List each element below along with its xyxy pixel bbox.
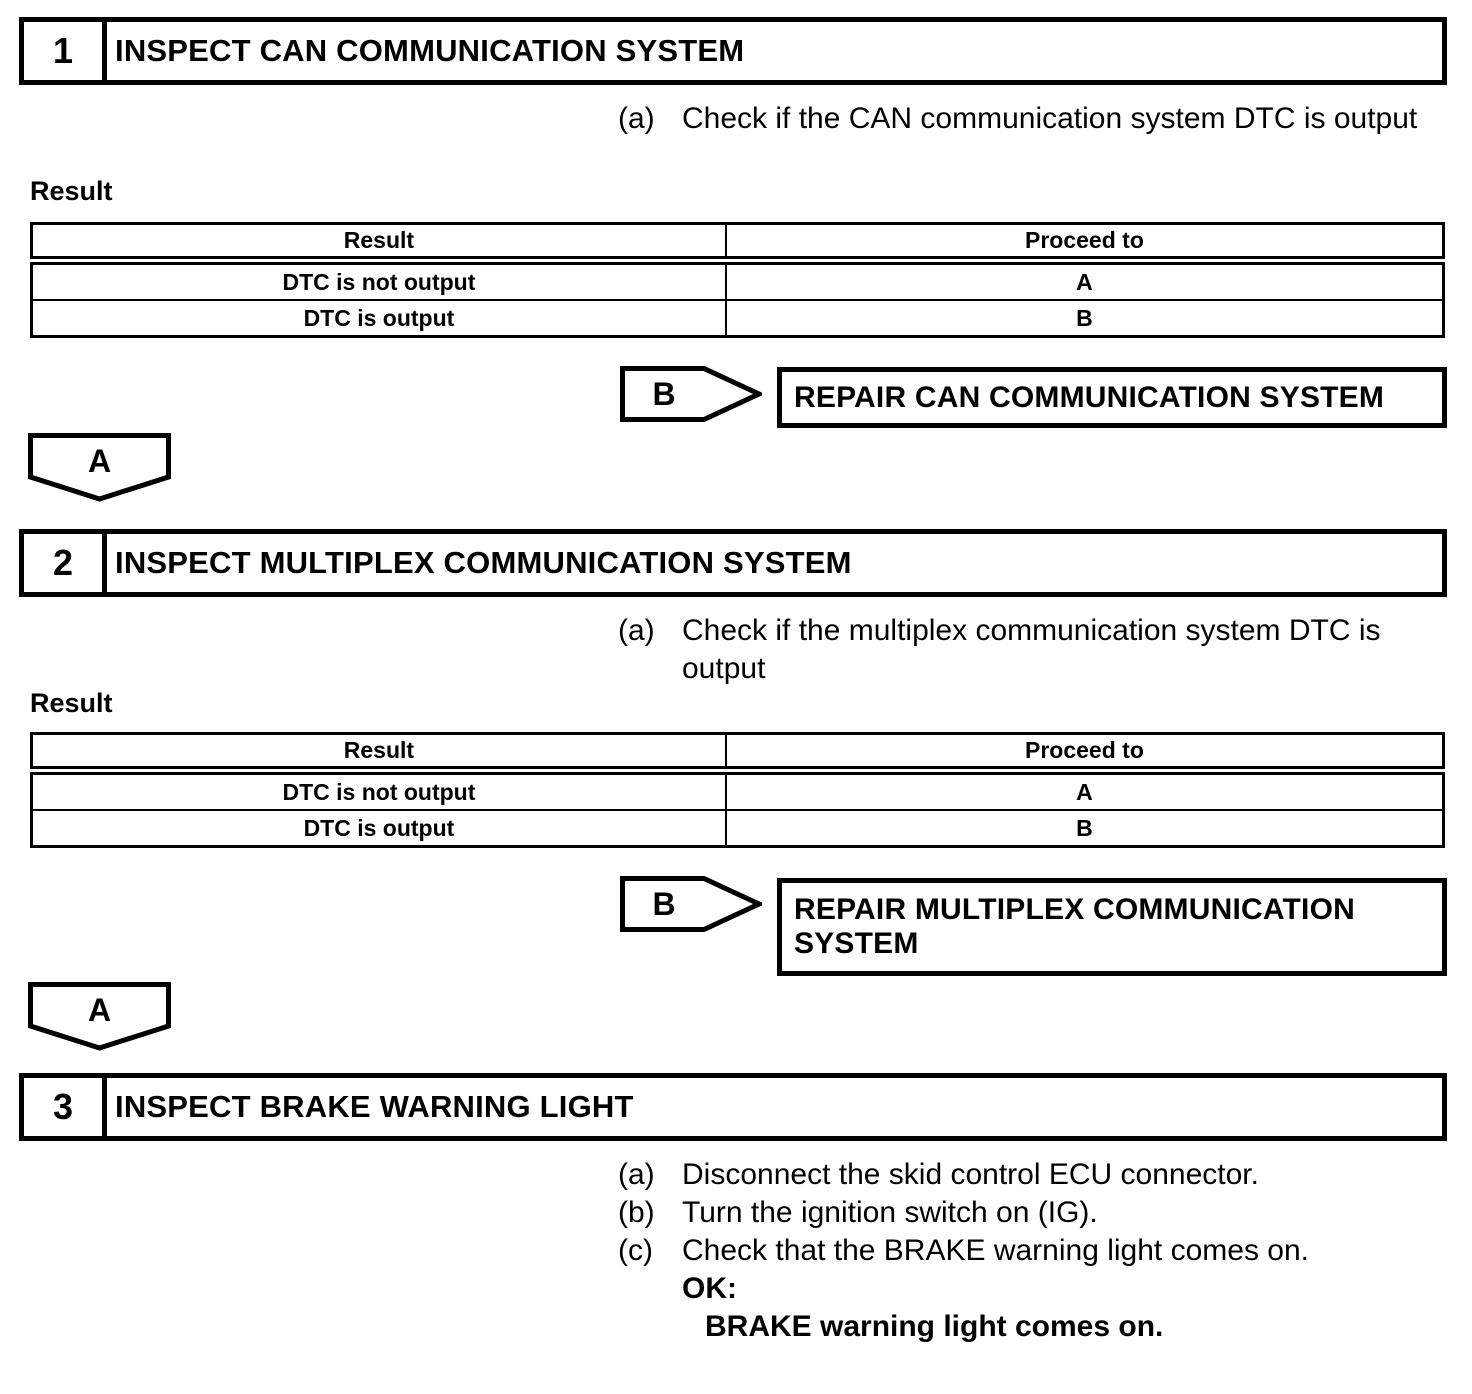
proceed-to-cell: B <box>725 809 1444 847</box>
step-3-header: 3 INSPECT BRAKE WARNING LIGHT <box>19 1073 1447 1141</box>
ok-condition-line: BRAKE warning light comes on. <box>618 1308 1309 1346</box>
step-1-result-label: Result <box>30 176 113 206</box>
down-pentagon-icon <box>28 433 171 502</box>
step-2-title: INSPECT MULTIPLEX COMMUNICATION SYSTEM <box>115 545 852 580</box>
instruction-marker <box>618 1308 682 1346</box>
branch-letter: B <box>652 886 676 922</box>
step-1-header: 1 INSPECT CAN COMMUNICATION SYSTEM <box>19 17 1447 85</box>
proceed-to-cell: A <box>1076 268 1093 295</box>
step-1-instruction-a: (a) Check if the CAN communication syste… <box>618 100 1417 138</box>
ok-label-line: OK: <box>618 1270 1309 1308</box>
table-row: DTC is not output A <box>31 260 1444 300</box>
proceed-to-cell: A <box>1076 778 1093 805</box>
branch-letter: B <box>652 376 676 412</box>
column-header-proceed-to: Proceed to <box>725 223 1444 265</box>
table-row: DTC is output B <box>31 809 1444 847</box>
step-2-number: 2 <box>24 534 107 592</box>
result-cell: DTC is not output <box>31 770 727 810</box>
step-2-branch-b-connector: B <box>620 876 762 932</box>
step-2-result-table: Result Proceed to DTC is not output A DT… <box>30 732 1445 848</box>
instruction-text: Check if the multiplex communication sys… <box>682 614 1381 685</box>
instruction-marker: (a) <box>618 1158 655 1191</box>
step-1-result-table: Result Proceed to DTC is not output A DT… <box>30 222 1445 338</box>
ok-label: OK: <box>682 1272 737 1305</box>
instruction-marker <box>618 1270 682 1308</box>
instruction-line-a: (a) Disconnect the skid control ECU conn… <box>618 1156 1309 1194</box>
step-2-result-label: Result <box>30 688 113 718</box>
step-3-number: 3 <box>24 1078 107 1136</box>
step-2-header: 2 INSPECT MULTIPLEX COMMUNICATION SYSTEM <box>19 529 1447 597</box>
right-pentagon-icon <box>620 366 762 422</box>
instruction-marker: (a) <box>618 614 655 647</box>
instruction-marker: (b) <box>618 1196 655 1229</box>
instruction-marker: (a) <box>618 102 655 135</box>
step-1-action-box: REPAIR CAN COMMUNICATION SYSTEM <box>777 367 1447 428</box>
table-header-row: Result Proceed to <box>31 223 1444 265</box>
right-pentagon-icon <box>620 876 762 932</box>
instruction-text: Check if the CAN communication system DT… <box>682 102 1418 135</box>
column-header-result: Result <box>31 223 727 265</box>
step-2-instruction-a: (a) Check if the multiplex communication… <box>618 612 1381 688</box>
step-1-number: 1 <box>24 22 107 80</box>
connector-letter: A <box>87 443 112 479</box>
step-2-action-box: REPAIR MULTIPLEX COMMUNICATION SYSTEM <box>777 878 1447 976</box>
step-3-title: INSPECT BRAKE WARNING LIGHT <box>115 1089 634 1124</box>
step-2-next-connector-a: A <box>28 982 171 1051</box>
instruction-text: Disconnect the skid control ECU connecto… <box>682 1158 1259 1191</box>
table-row: DTC is not output A <box>31 770 1444 810</box>
instruction-line-c: (c) Check that the BRAKE warning light c… <box>618 1232 1309 1270</box>
column-header-result: Result <box>31 733 727 775</box>
connector-letter: A <box>87 992 112 1028</box>
step-1-title: INSPECT CAN COMMUNICATION SYSTEM <box>115 33 745 68</box>
result-cell: DTC is output <box>31 809 727 847</box>
instruction-text: Check that the BRAKE warning light comes… <box>682 1234 1309 1267</box>
column-header-proceed-to: Proceed to <box>725 733 1444 775</box>
instruction-line-b: (b) Turn the ignition switch on (IG). <box>618 1194 1309 1232</box>
table-header-row: Result Proceed to <box>31 733 1444 775</box>
instruction-text: Turn the ignition switch on (IG). <box>682 1196 1098 1229</box>
step-1-branch-b-connector: B <box>620 366 762 422</box>
result-cell: DTC is not output <box>31 260 727 300</box>
table-row: DTC is output B <box>31 299 1444 337</box>
down-pentagon-icon <box>28 982 171 1051</box>
step-1-next-connector-a: A <box>28 433 171 502</box>
result-cell: DTC is output <box>31 299 727 337</box>
step-3-instructions: (a) Disconnect the skid control ECU conn… <box>618 1156 1309 1346</box>
proceed-to-cell: B <box>725 299 1444 337</box>
instruction-marker: (c) <box>618 1234 653 1267</box>
ok-condition-text: BRAKE warning light comes on. <box>705 1310 1164 1343</box>
